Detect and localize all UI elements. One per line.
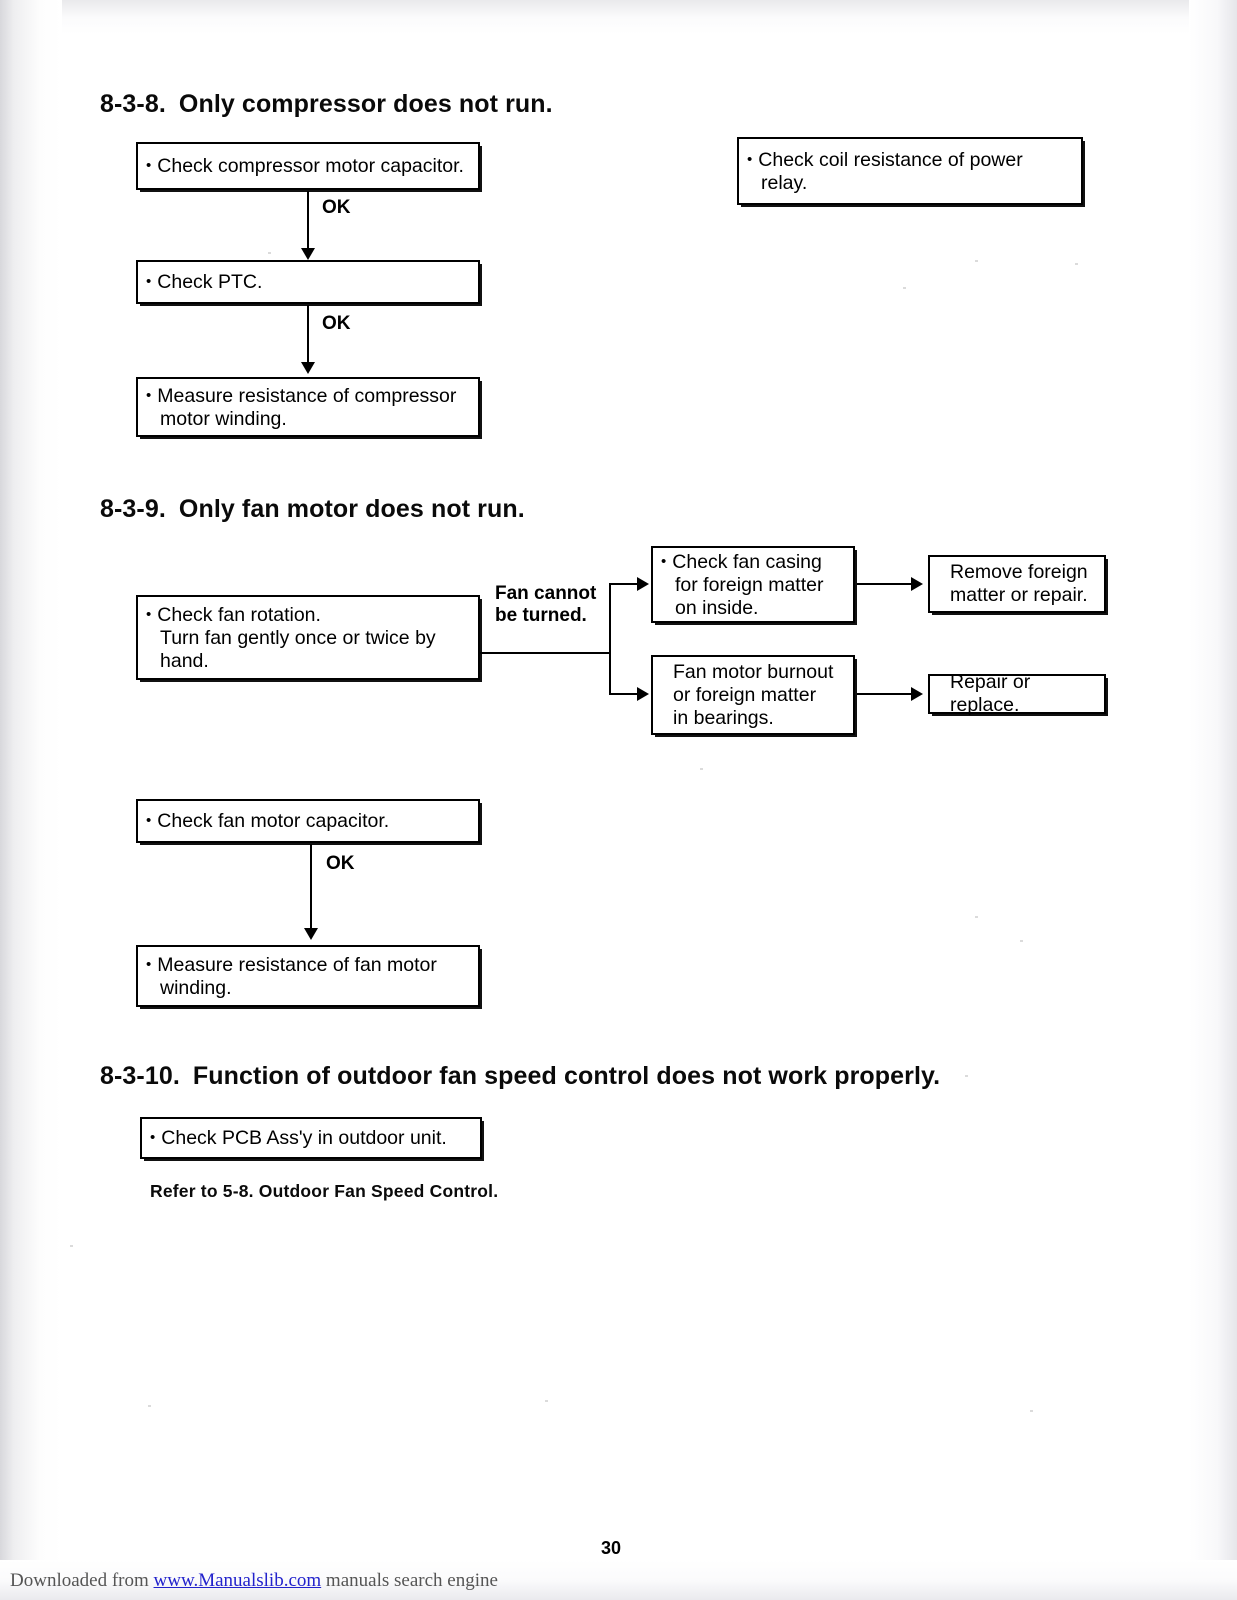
scan-speckle — [975, 916, 978, 918]
connector-trunk-vertical — [609, 583, 611, 695]
box-check-pcb-assy-outdoor-unit: Check PCB Ass'y in outdoor unit. — [140, 1117, 482, 1159]
section-heading-8-3-9: 8-3-9. Only fan motor does not run. — [100, 495, 525, 524]
box-label: Check coil resistance of power relay. — [739, 148, 1033, 195]
section-title-8-3-8: Only compressor does not run. — [178, 90, 553, 118]
box-check-compressor-motor-capacitor: Check compressor motor capacitor. — [136, 142, 480, 190]
reference-note-outdoor-fan-speed-control: Refer to 5-8. Outdoor Fan Speed Control. — [150, 1181, 499, 1201]
footer-download-notice: Downloaded from www.Manualslib.com manua… — [10, 1570, 498, 1592]
box-remove-foreign-matter-or-repair: Remove foreign matter or repair. — [928, 555, 1106, 613]
box-label: Measure resistance of fan motor winding. — [138, 953, 447, 1000]
scan-speckle — [1020, 940, 1023, 942]
box-label: Remove foreign matter or repair. — [950, 561, 1088, 606]
scan-speckle — [903, 287, 906, 289]
section-title-8-3-10: Function of outdoor fan speed control do… — [192, 1062, 941, 1090]
scan-speckle — [1075, 263, 1078, 265]
footer-prefix: Downloaded from — [10, 1570, 154, 1591]
box-label: Check fan motor capacitor. — [138, 809, 399, 833]
connector-line-capacitor-to-ptc — [307, 191, 309, 254]
box-fan-motor-burnout: Fan motor burnout or foreign matter in b… — [651, 655, 855, 735]
connector-arrowhead-capacitor-to-ptc — [301, 248, 315, 260]
connector-line-fan-rotation-trunk — [480, 652, 611, 654]
box-label: Check PCB Ass'y in outdoor unit. — [142, 1126, 457, 1150]
scan-speckle — [148, 1405, 151, 1407]
scan-speckle — [268, 252, 271, 254]
section-heading-8-3-10: 8-3-10. Function of outdoor fan speed con… — [100, 1062, 940, 1091]
box-label: Check fan rotation. Turn fan gently once… — [138, 603, 446, 673]
connector-line-to-fan-casing — [609, 583, 641, 585]
box-check-fan-rotation: Check fan rotation. Turn fan gently once… — [136, 595, 480, 680]
connector-arrowhead-fan-capacitor-to-measure — [304, 928, 318, 940]
connector-arrowhead-to-fan-casing — [637, 577, 649, 591]
section-title-8-3-9: Only fan motor does not run. — [178, 495, 525, 523]
edge-label-fan-cannot-be-turned: Fan cannot be turned. — [495, 583, 597, 626]
manualslib-link[interactable]: www.Manualslib.com — [153, 1570, 322, 1591]
edge-label-ok-2: OK — [322, 313, 351, 334]
box-check-ptc: Check PTC. — [136, 260, 480, 304]
edge-label-ok-1: OK — [322, 197, 351, 218]
footer-suffix: manuals search engine — [321, 1570, 498, 1591]
page-edge-shading-top — [0, 0, 1237, 34]
box-repair-or-replace: Repair or replace. — [928, 671, 1106, 716]
scan-speckle — [545, 1400, 548, 1402]
page-edge-shading-bottom — [0, 1560, 1237, 1600]
box-check-coil-resistance-power-relay: Check coil resistance of power relay. — [737, 137, 1083, 205]
connector-line-fan-capacitor-to-measure — [310, 844, 312, 934]
connector-line-to-remove-foreign-matter — [857, 583, 915, 585]
box-check-fan-motor-capacitor: Check fan motor capacitor. — [136, 799, 480, 843]
connector-arrowhead-to-fan-motor-burnout — [637, 687, 649, 701]
connector-line-to-repair-or-replace — [857, 693, 915, 695]
box-measure-resistance-compressor-motor-winding: Measure resistance of compressor motor w… — [136, 377, 480, 437]
page-edge-shading-right — [1189, 0, 1237, 1600]
connector-arrowhead-ptc-to-measure — [301, 362, 315, 374]
connector-arrowhead-to-repair-or-replace — [911, 687, 923, 701]
box-label: Check compressor motor capacitor. — [138, 154, 474, 178]
section-number-8-3-8: 8-3-8. — [100, 90, 166, 118]
box-label: Measure resistance of compressor motor w… — [138, 384, 466, 431]
page-number: 30 — [601, 1538, 622, 1558]
connector-arrowhead-to-remove-foreign-matter — [911, 577, 923, 591]
box-measure-resistance-fan-motor-winding: Measure resistance of fan motor winding. — [136, 945, 480, 1007]
edge-label-ok-3: OK — [326, 853, 355, 874]
page-edge-shading-left — [0, 0, 62, 1600]
box-label: Check fan casing for foreign matter on i… — [653, 550, 833, 620]
box-label: Repair or replace. — [950, 671, 1031, 716]
box-check-fan-casing-foreign-matter: Check fan casing for foreign matter on i… — [651, 546, 855, 623]
section-heading-8-3-8: 8-3-8. Only compressor does not run. — [100, 90, 553, 119]
scan-speckle — [70, 1245, 73, 1247]
connector-line-to-fan-motor-burnout — [609, 693, 641, 695]
box-label: Fan motor burnout or foreign matter in b… — [673, 660, 834, 729]
scan-speckle — [700, 768, 703, 770]
section-number-8-3-9: 8-3-9. — [100, 495, 166, 523]
connector-line-ptc-to-measure — [307, 305, 309, 368]
section-number-8-3-10: 8-3-10. — [100, 1062, 180, 1090]
scan-speckle — [965, 1075, 968, 1077]
scan-speckle — [1030, 1410, 1033, 1412]
box-label: Check PTC. — [138, 270, 272, 294]
scan-speckle — [975, 260, 978, 262]
